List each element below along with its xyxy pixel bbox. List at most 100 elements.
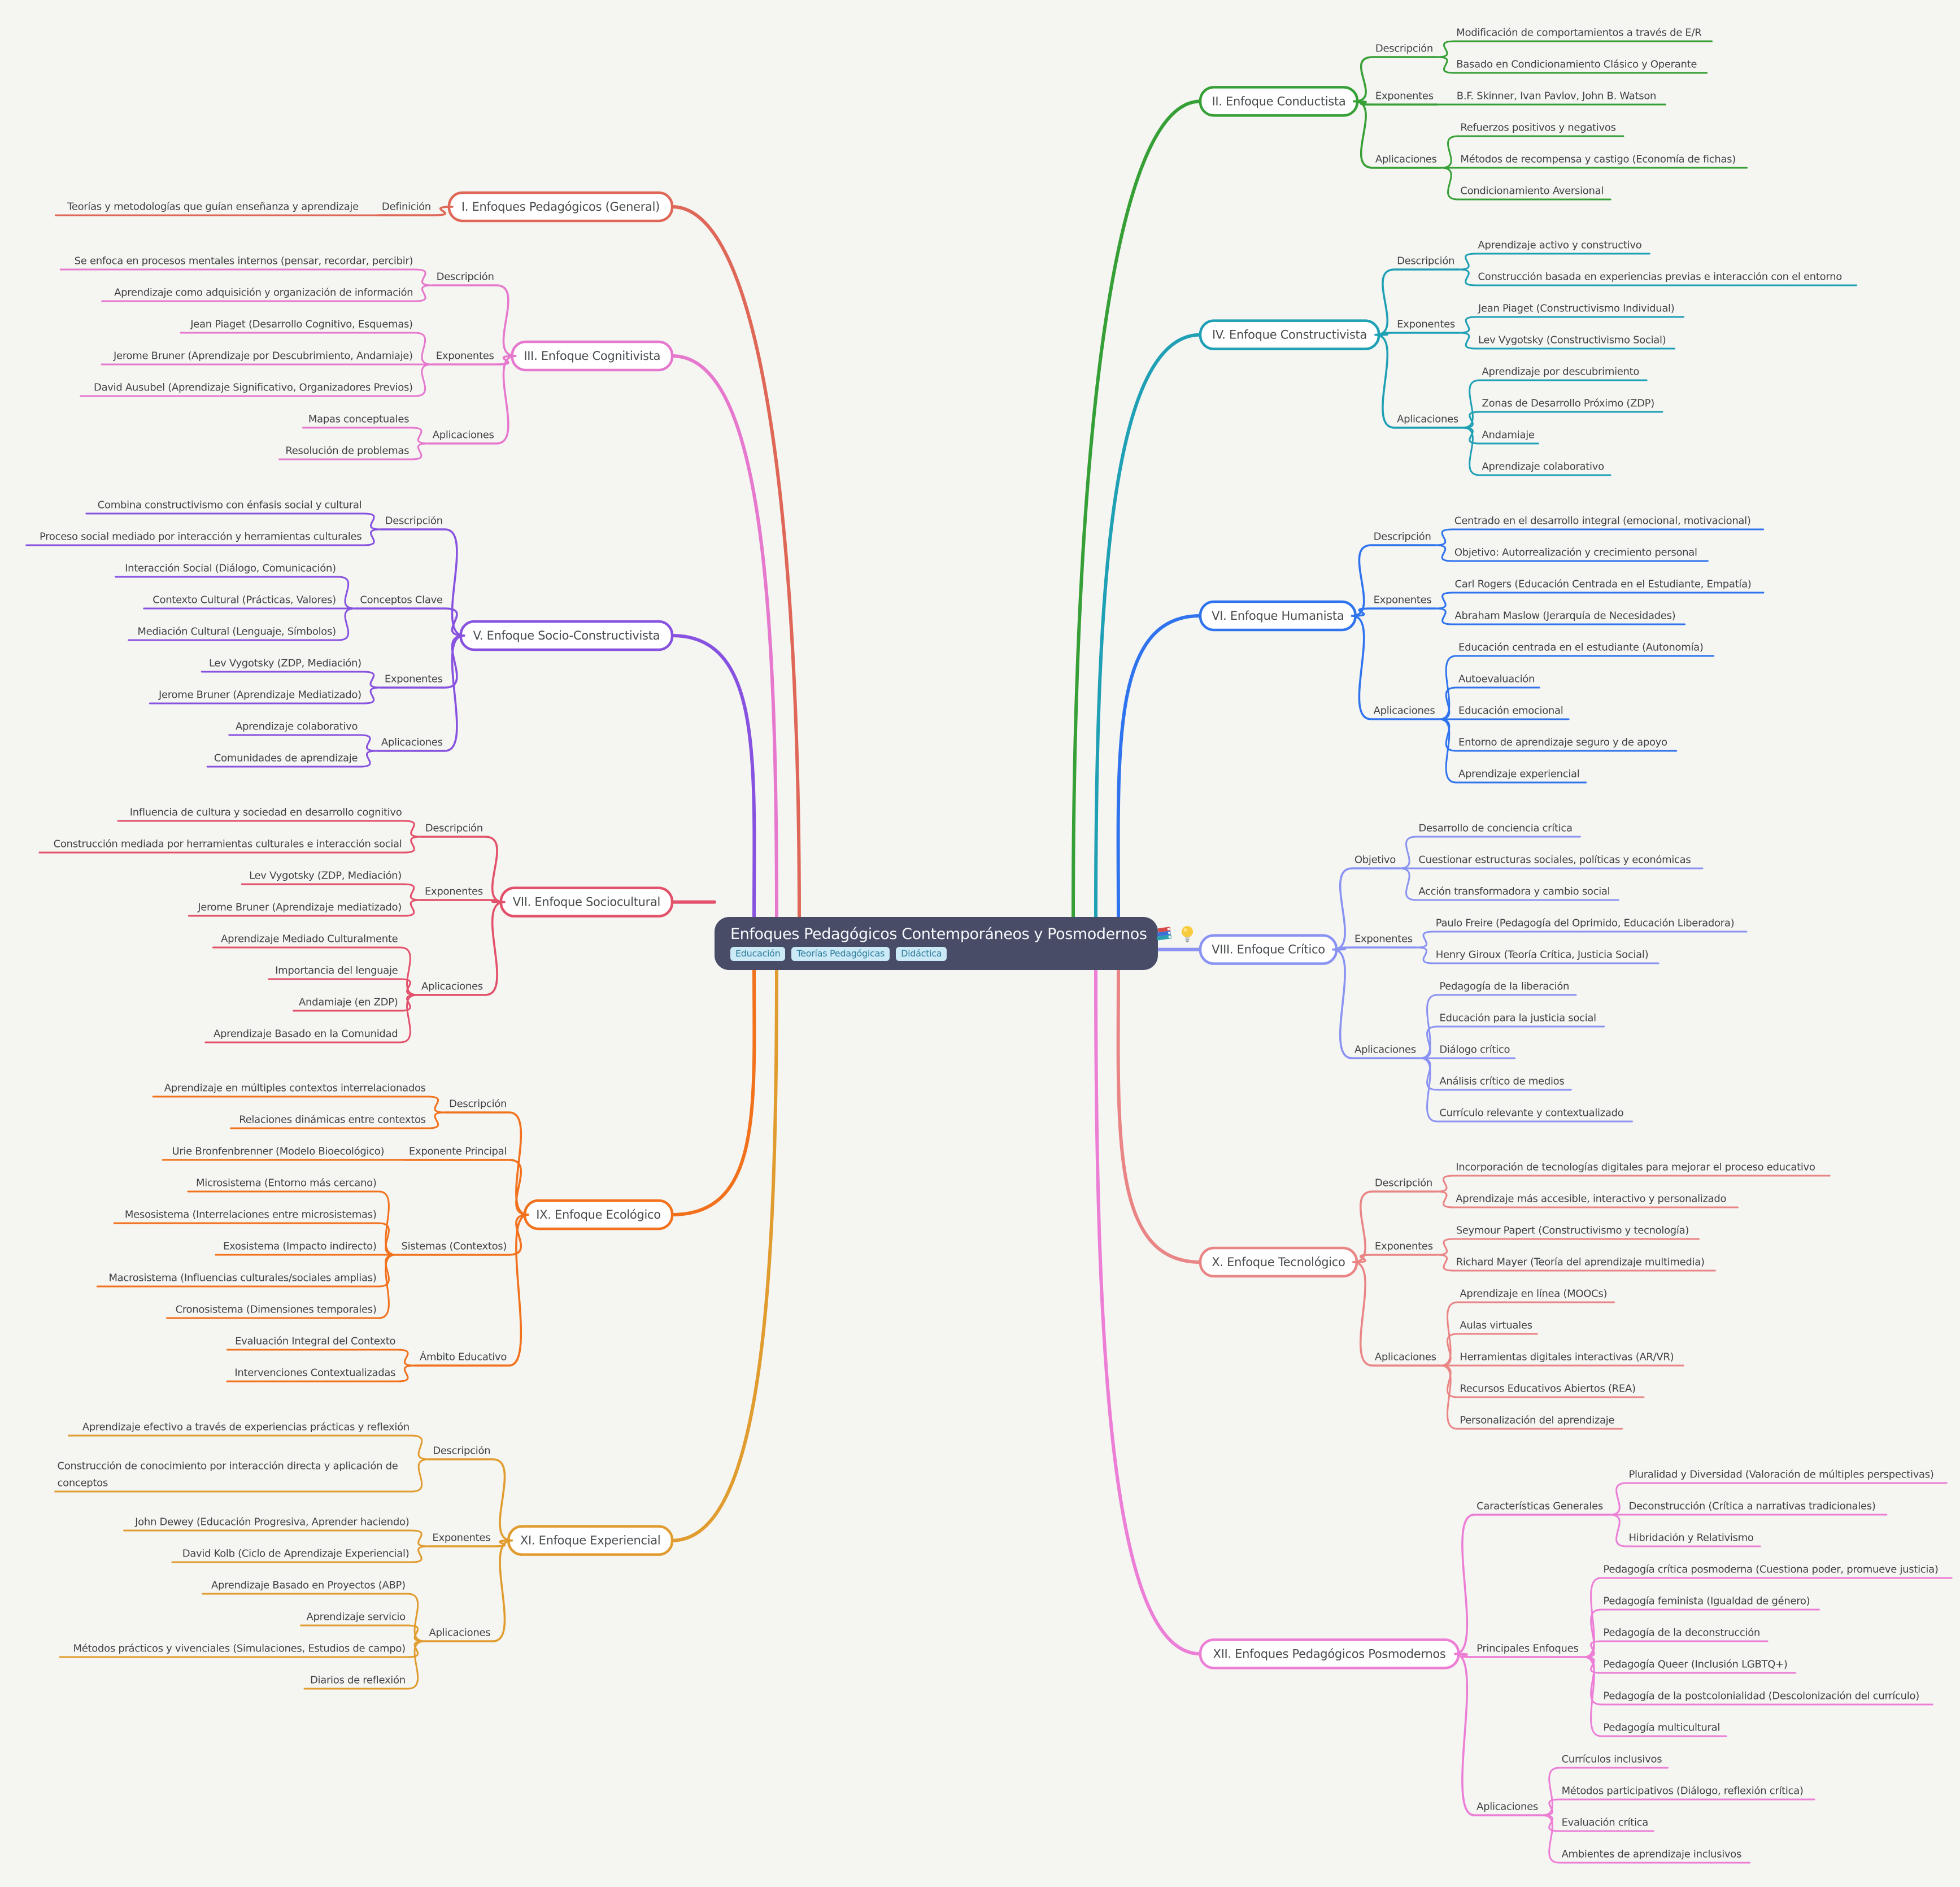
- tag-educacion: Educación: [730, 947, 786, 961]
- branch-node-II[interactable]: II. Enfoque Conductista: [1199, 86, 1359, 117]
- leaf-label: David Ausubel (Aprendizaje Significativo…: [94, 382, 413, 394]
- leaf-label: Recursos Educativos Abiertos (REA): [1460, 1383, 1635, 1395]
- branch-line: [424, 1539, 513, 1642]
- group-label: Sistemas (Contextos): [402, 1241, 507, 1253]
- branch-X: X. Enfoque TecnológicoDescripciónIncorpo…: [1116, 968, 1831, 1430]
- branch-node-XII[interactable]: XII. Enfoques Pedagógicos Posmodernos: [1199, 1638, 1460, 1669]
- leaf-label: Construcción de conocimiento por interac…: [58, 1460, 398, 1489]
- branch-line: [1351, 607, 1437, 617]
- leaf-label: Construcción basada en experiencias prev…: [1478, 271, 1842, 283]
- leaf-label: Jean Piaget (Constructivismo Individual): [1478, 303, 1675, 315]
- branch-line: [54, 1458, 430, 1493]
- branch-node-XI[interactable]: XI. Enfoque Experiencial: [507, 1525, 674, 1556]
- leaf-label: Pedagogía multicultural: [1603, 1722, 1720, 1734]
- light-bulb-icon: [1181, 926, 1193, 942]
- branch-node-label: III. Enfoque Cognitivista: [524, 349, 660, 363]
- branch-node-V[interactable]: V. Enfoque Socio-Constructivista: [459, 620, 674, 651]
- books-icon: [1156, 927, 1171, 941]
- group-label: Exponentes: [436, 350, 494, 362]
- group-label: Exponentes: [1375, 1241, 1433, 1253]
- branch-node-VII[interactable]: VII. Enfoque Sociocultural: [499, 886, 674, 918]
- branch-line: [1332, 948, 1422, 1059]
- leaf-label: Diálogo crítico: [1439, 1044, 1510, 1056]
- branch-line: [115, 576, 356, 610]
- leaf-label: Centrado en el desarrollo integral (emoc…: [1454, 515, 1751, 527]
- branch-line: [377, 206, 454, 216]
- leaf-label: Aprendizaje experiencial: [1458, 768, 1579, 780]
- leaf-label: Deconstrucción (Crítica a narrativas tra…: [1628, 1501, 1875, 1512]
- leaf-label: Métodos prácticos y vivenciales (Simulac…: [73, 1643, 406, 1655]
- group-label: Ámbito Educativo: [420, 1351, 507, 1363]
- branch-line: [427, 355, 517, 445]
- group-label: Exponentes: [432, 1532, 490, 1544]
- branch-line: [402, 1159, 529, 1216]
- branch-node-X[interactable]: X. Enfoque Tecnológico: [1199, 1246, 1358, 1278]
- root-title: Enfoques Pedagógicos Contemporáneos y Po…: [730, 925, 1147, 943]
- branch-VI: VI. Enfoque HumanistaDescripciónCentrado…: [1116, 515, 1765, 919]
- branch-line: [96, 1254, 397, 1288]
- branch-line: [1583, 1577, 1953, 1658]
- leaf-label: Pedagogía de la postcolonialidad (Descol…: [1603, 1690, 1919, 1702]
- leaf-label: Evaluación crítica: [1562, 1817, 1648, 1829]
- branch-XII: XII. Enfoques Pedagógicos PosmodernosCar…: [1094, 968, 1953, 1864]
- group-label: Exponentes: [1397, 319, 1455, 331]
- tag-teorias-pedagogicas: Teorías Pedagógicas: [791, 947, 890, 961]
- branch-line: [212, 946, 418, 996]
- branch-line: [302, 427, 429, 445]
- branch-line: [1434, 607, 1686, 625]
- branch-line: [1116, 968, 1202, 1264]
- branch-node-IV[interactable]: IV. Enfoque Constructivista: [1199, 319, 1380, 350]
- branch-line: [1583, 1608, 1820, 1658]
- group-label: Aplicaciones: [1354, 1044, 1416, 1056]
- branch-line: [1116, 614, 1202, 919]
- branch-node-label: II. Enfoque Conductista: [1212, 94, 1345, 108]
- leaf-label: Microsistema (Entorno más cercano): [196, 1177, 377, 1189]
- leaf-label: Cronosistema (Dimensiones temporales): [176, 1304, 377, 1316]
- leaf-label: Importancia del lenguaje: [275, 965, 398, 977]
- branch-line: [1436, 40, 1713, 58]
- branch-line: [420, 899, 506, 903]
- branch-line: [431, 284, 517, 357]
- group-label: Descripción: [425, 823, 483, 834]
- branch-line: [427, 1539, 513, 1547]
- branch-node-label: XII. Enfoques Pedagógicos Posmodernos: [1213, 1647, 1446, 1660]
- branch-line: [180, 332, 433, 366]
- branch-line: [226, 1364, 416, 1382]
- branch-line: [1352, 1254, 1438, 1263]
- leaf-label: Jerome Bruner (Aprendizaje Mediatizado): [158, 689, 361, 701]
- branch-line: [1439, 1333, 1538, 1367]
- branch-node-I[interactable]: I. Enfoques Pedagógicos (General): [447, 191, 674, 223]
- branch-I: I. Enfoques Pedagógicos (General)Definic…: [54, 191, 801, 919]
- branch-line: [1434, 528, 1765, 546]
- branch-node-label: V. Enfoque Socio-Constructivista: [473, 629, 660, 642]
- branch-node-VI[interactable]: VI. Enfoque Humanista: [1199, 600, 1357, 632]
- branch-node-VIII[interactable]: VIII. Enfoque Crítico: [1199, 934, 1338, 965]
- branch-node-label: IV. Enfoque Constructivista: [1212, 328, 1367, 342]
- branch-line: [443, 1111, 529, 1216]
- group-label: Exponentes: [1354, 933, 1413, 945]
- leaf-label: Aprendizaje colaborativo: [236, 721, 358, 733]
- branch-node-III[interactable]: III. Enfoque Cognitivista: [511, 340, 674, 372]
- branch-node-label: X. Enfoque Tecnológico: [1212, 1255, 1345, 1269]
- group-label: Aplicaciones: [1476, 1801, 1538, 1813]
- branch-V: V. Enfoque Socio-ConstructivistaDescripc…: [25, 499, 756, 919]
- leaf-label: Teorías y metodologías que guían enseñan…: [67, 201, 359, 213]
- branch-line: [1454, 1653, 1586, 1658]
- branch-line: [1438, 718, 1587, 784]
- leaf-label: John Dewey (Educación Progresiva, Aprend…: [134, 1516, 409, 1528]
- leaf-label: Entorno de aprendizaje seguro y de apoyo: [1458, 737, 1667, 749]
- branch-VII: VII. Enfoque SocioculturalDescripciónInf…: [38, 807, 716, 1043]
- branch-node-IX[interactable]: IX. Enfoque Ecológico: [523, 1199, 674, 1231]
- leaf-label: Interacción Social (Diálogo, Comunicació…: [125, 563, 336, 575]
- leaf-label: Proceso social mediado por interacción y…: [40, 531, 361, 543]
- leaf-label: Métodos de recompensa y castigo (Economí…: [1460, 154, 1736, 166]
- branch-line: [1353, 56, 1439, 103]
- leaf-label: Aprendizaje activo y constructivo: [1478, 240, 1641, 251]
- branch-line: [1457, 268, 1858, 286]
- branch-line: [1458, 316, 1684, 334]
- group-label: Descripción: [1375, 1177, 1432, 1189]
- leaf-label: Lev Vygotsky (Constructivismo Social): [1478, 334, 1666, 346]
- group-label: Descripción: [385, 515, 443, 527]
- root-node[interactable]: Enfoques Pedagógicos Contemporáneos y Po…: [715, 917, 1193, 970]
- group-label: Aplicaciones: [421, 981, 483, 993]
